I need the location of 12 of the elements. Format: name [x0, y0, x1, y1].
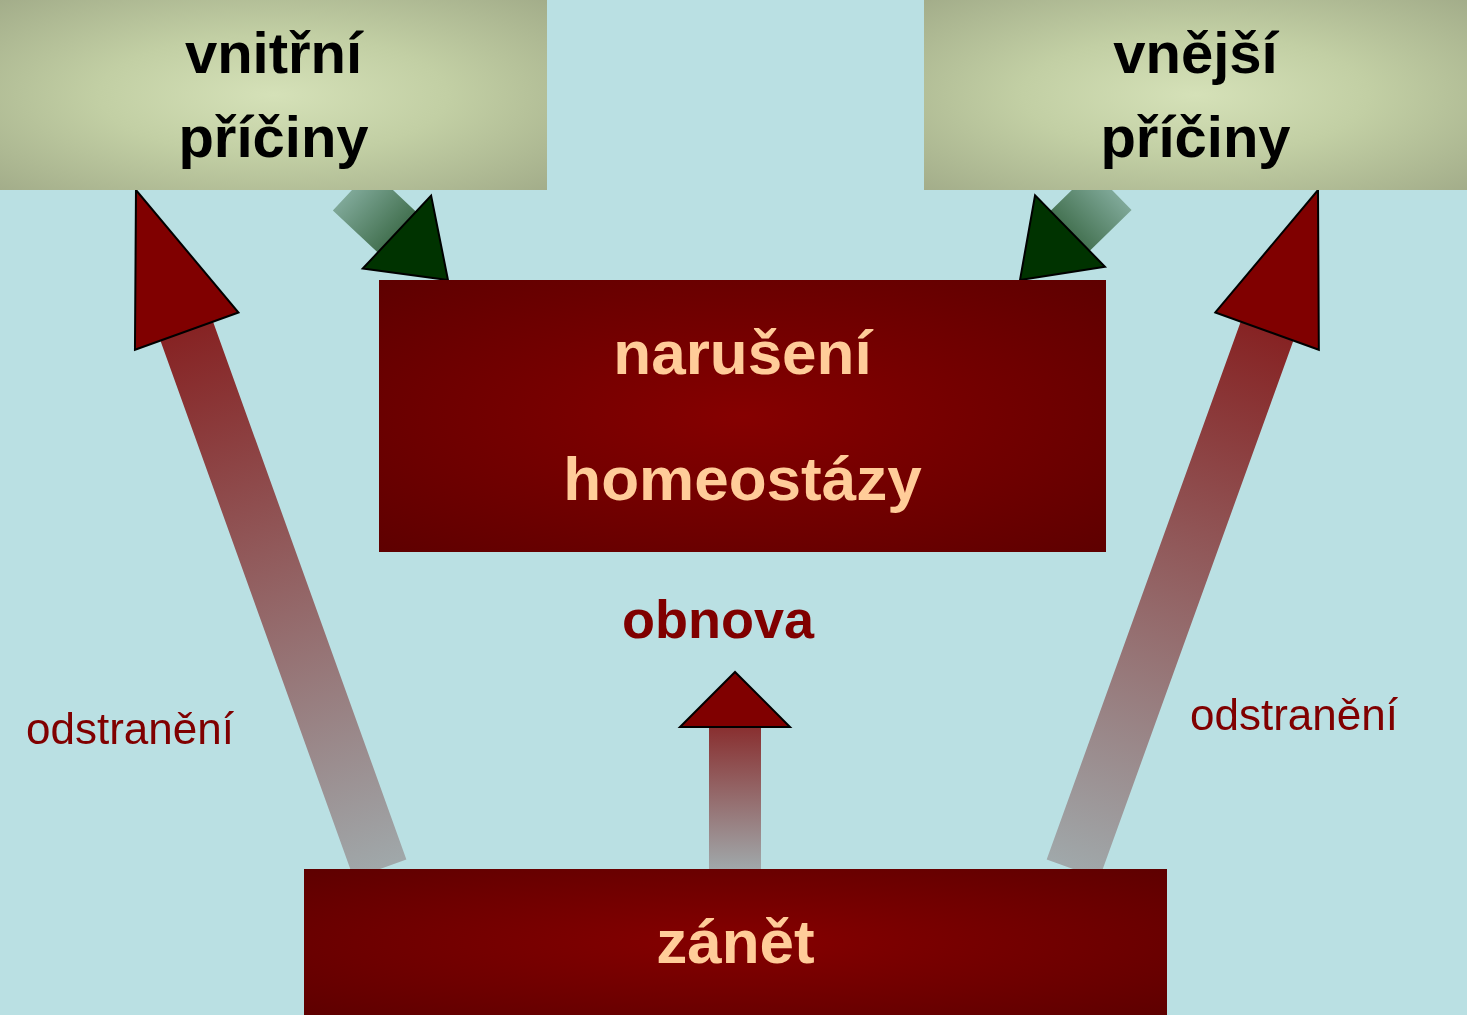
node-label: vnitřní příčiny — [177, 19, 370, 171]
cause-box — [0, 0, 547, 190]
edge-label: odstranění — [26, 704, 234, 754]
node-label: vnější příčiny — [1099, 19, 1292, 171]
node-label: zánět — [656, 906, 815, 978]
cause-box — [924, 0, 1467, 190]
process-box — [304, 869, 1167, 1015]
node-label: narušení homeostázy — [562, 317, 923, 515]
arrow — [679, 670, 791, 869]
edge-label: obnova — [622, 588, 814, 650]
edge-label: odstranění — [1190, 690, 1398, 740]
process-box — [379, 280, 1106, 552]
